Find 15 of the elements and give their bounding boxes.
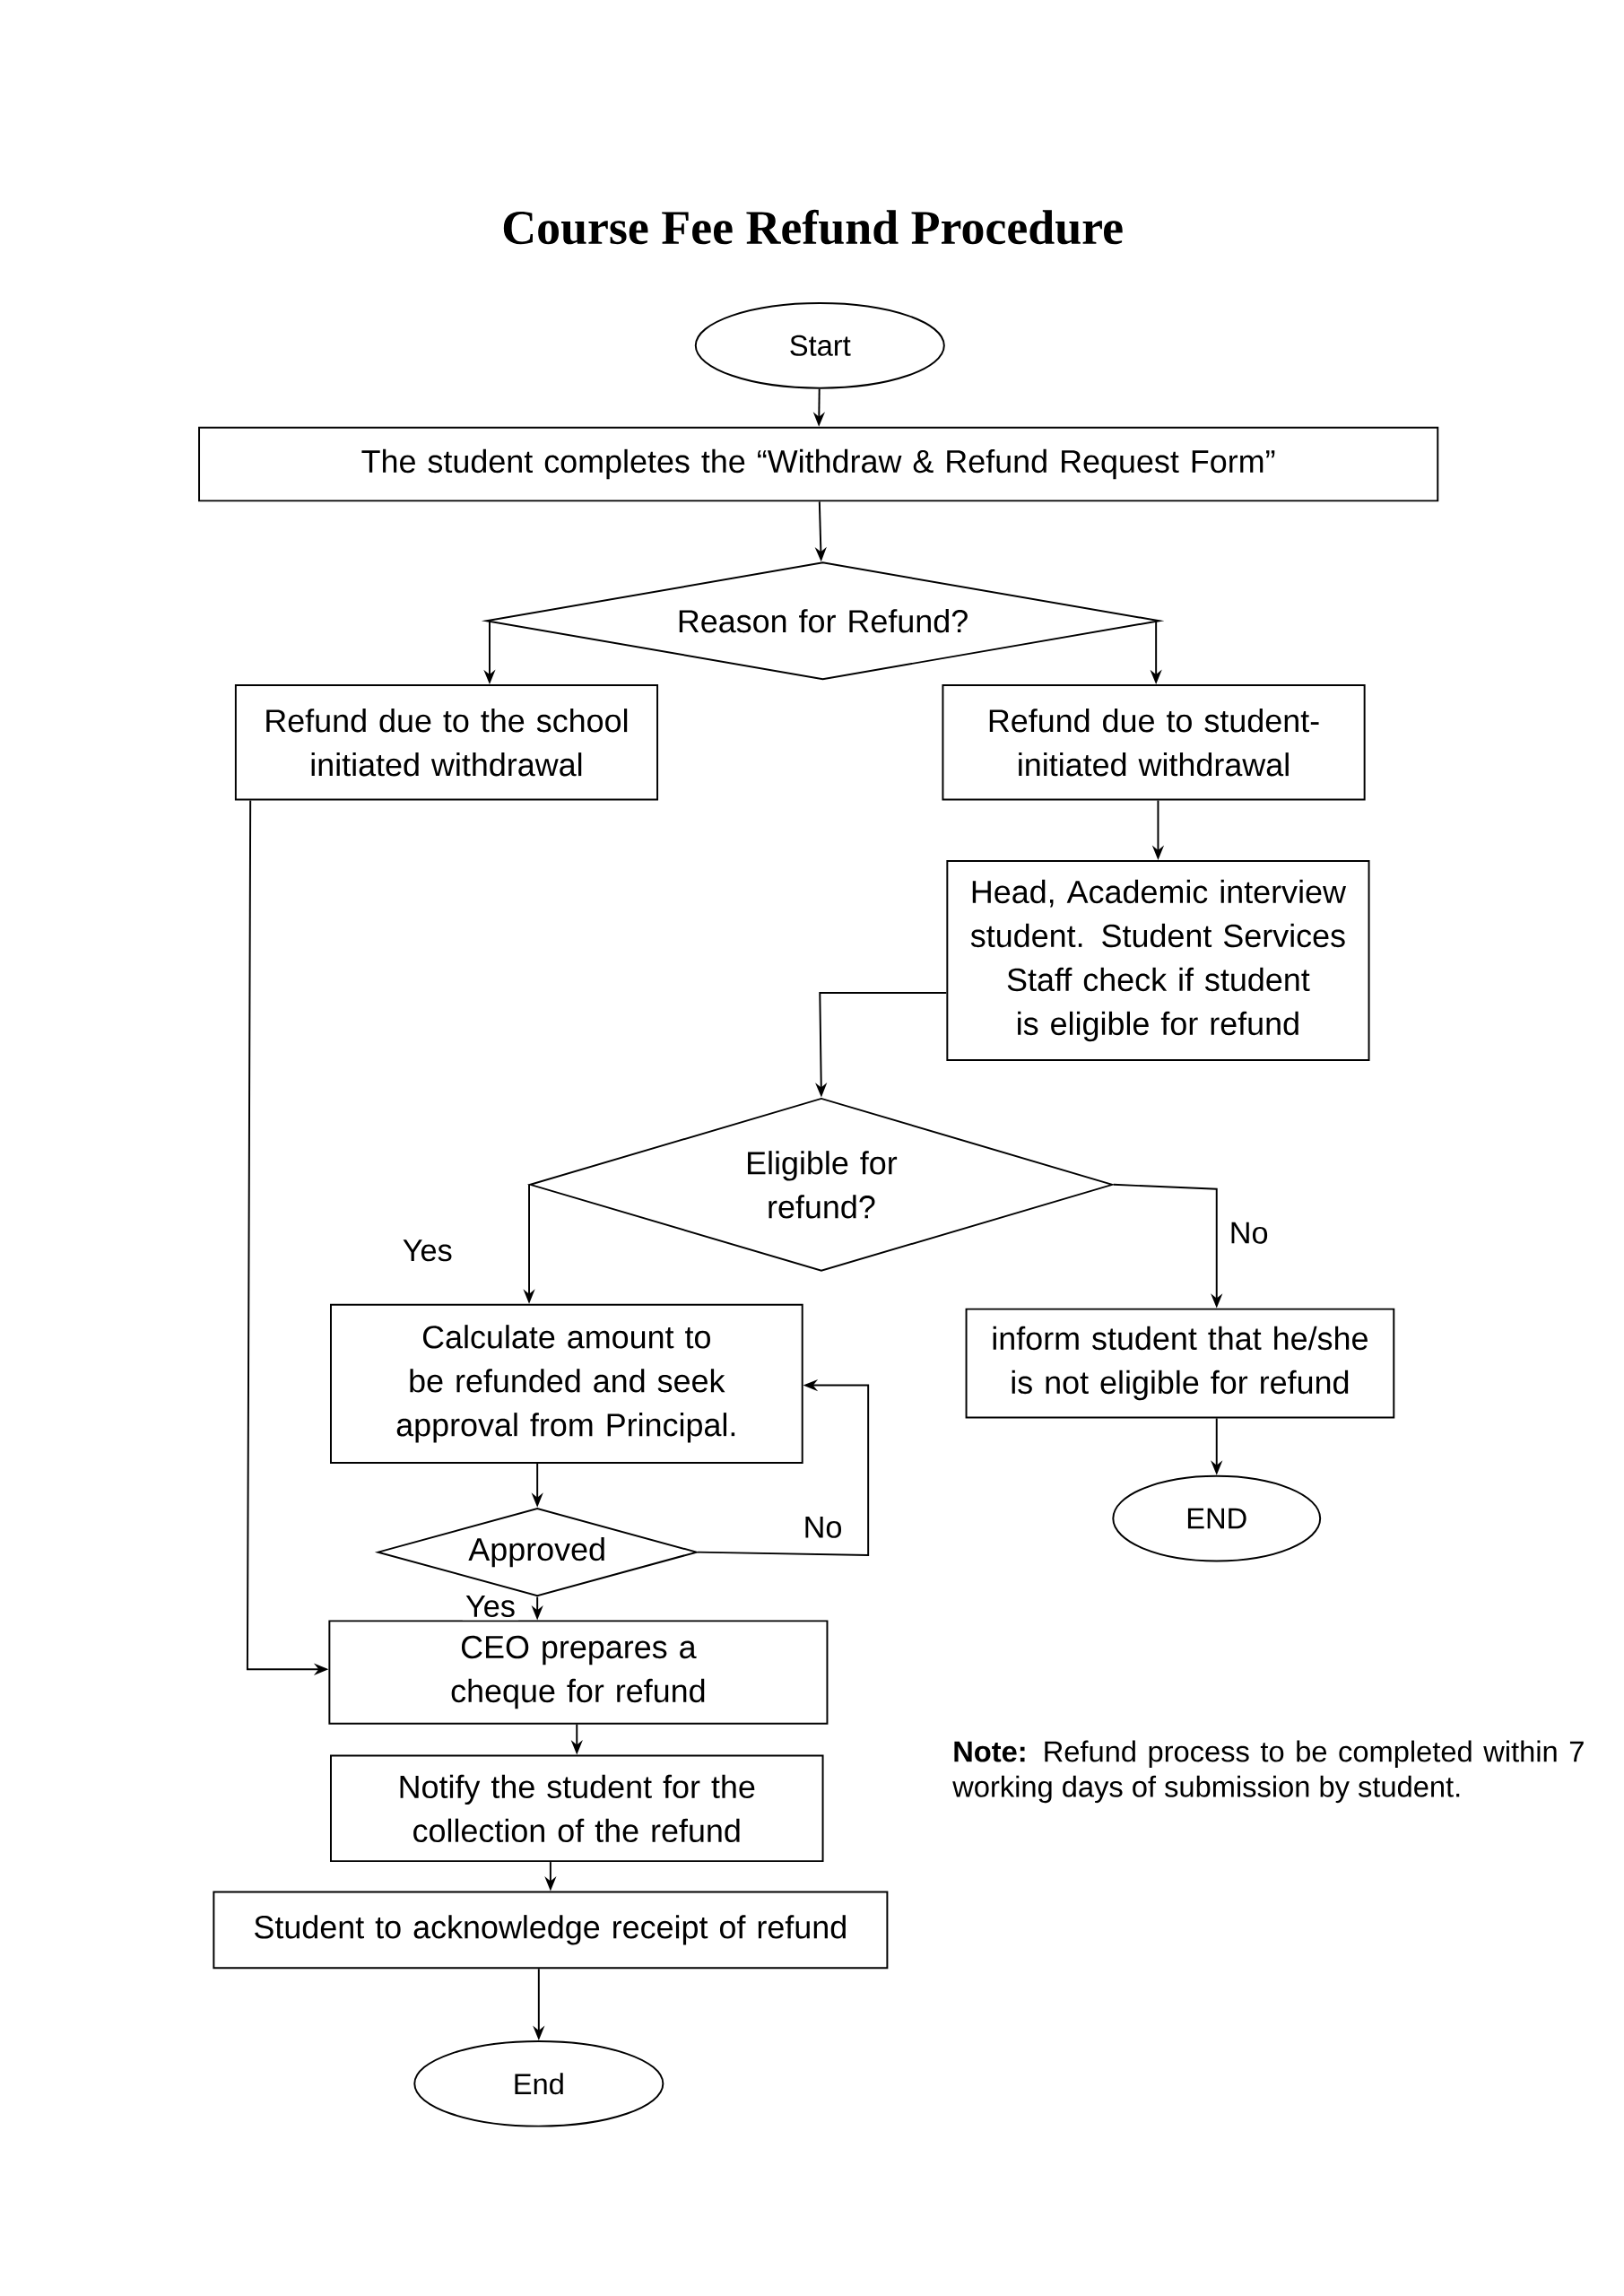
process-box: Refund due to student-initiated withdrawal — [942, 684, 1366, 801]
process-box: The student completes the “Withdraw & Refund Request Form” — [198, 426, 1439, 502]
edge-label: Yes — [465, 1596, 515, 1617]
note: Note: Refund process to be completed within 7 working days of submission by student. — [952, 1740, 1584, 1804]
title: Course Fee Refund Procedure — [504, 209, 1123, 245]
edge-label: No — [805, 1516, 842, 1538]
edge-label: Yes — [403, 1239, 452, 1262]
process-box: Head, Academic interview student. Student Services Staff check if student is eligible for refund — [946, 860, 1370, 1062]
process-box: Notify the student for the collection of the refund — [330, 1754, 824, 1863]
process-box: Calculate amount to be refunded and seek approval from Principal. — [330, 1303, 803, 1464]
process-box: Student to acknowledge receipt of refund — [213, 1891, 889, 1970]
process-box: Refund due to the school initiated withdrawal — [235, 684, 659, 801]
process-box: CEO prepares a cheque for refund — [328, 1620, 829, 1725]
process-box: inform student that he/she is not eligible for refund — [965, 1308, 1395, 1419]
edge-label: No — [1231, 1222, 1268, 1244]
